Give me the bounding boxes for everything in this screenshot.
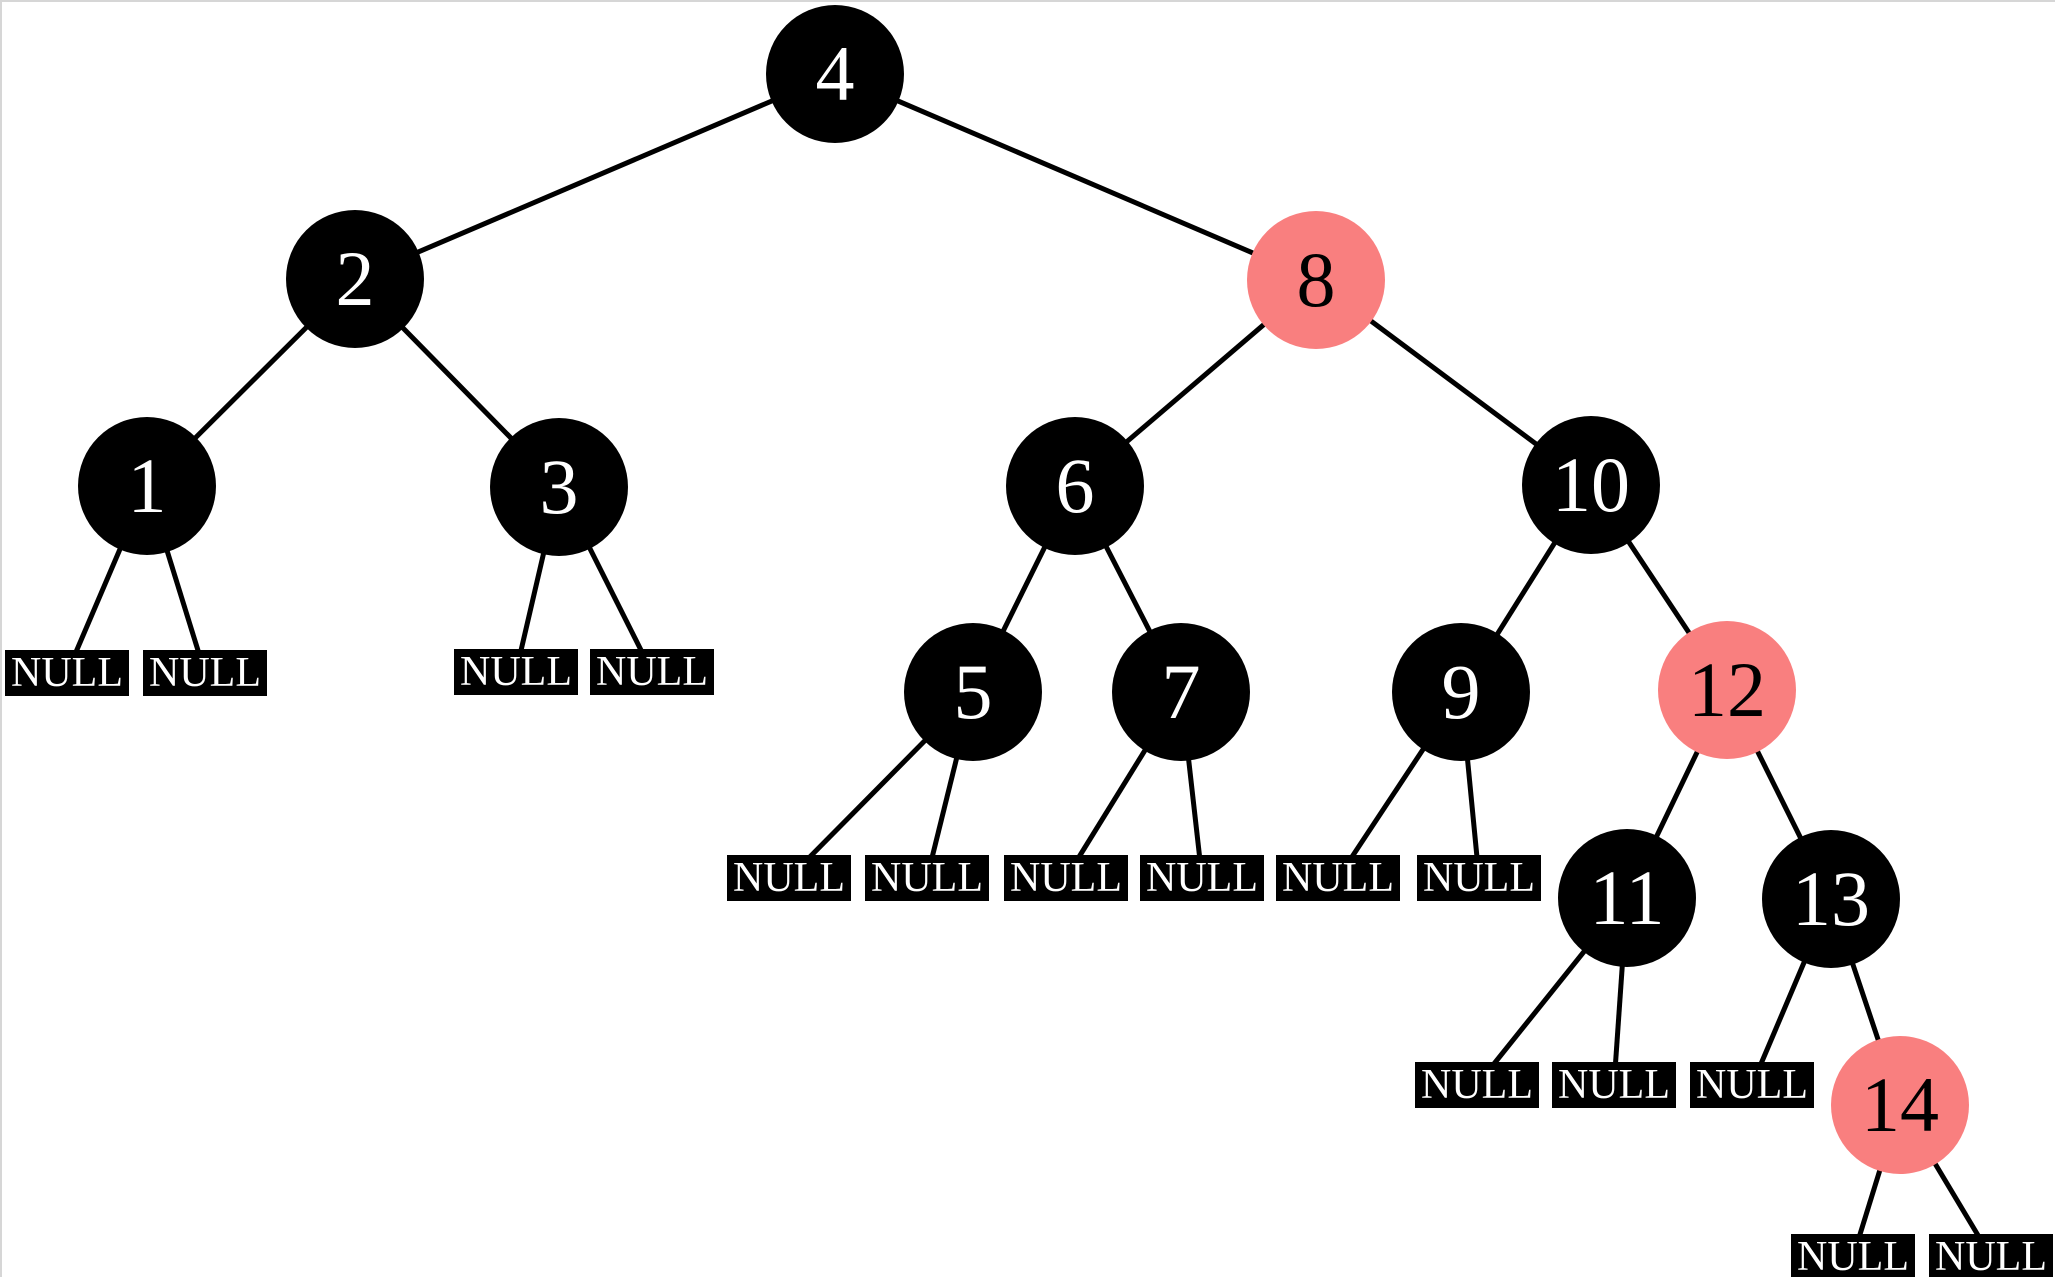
null-leaf: NULL (1140, 855, 1264, 901)
tree-node-13: 13 (1762, 830, 1900, 968)
tree-node-11: 11 (1558, 829, 1696, 967)
tree-edge (834, 71, 1317, 283)
null-leaf: NULL (1004, 855, 1128, 901)
tree-node-4: 4 (766, 5, 904, 143)
tree-node-6: 6 (1006, 417, 1144, 555)
tree-node-5: 5 (904, 623, 1042, 761)
null-leaf: NULL (1690, 1062, 1814, 1108)
null-leaf: NULL (590, 649, 714, 695)
tree-node-7: 7 (1112, 623, 1250, 761)
tree-node-10: 10 (1522, 416, 1660, 554)
tree-node-14: 14 (1831, 1036, 1969, 1174)
null-leaf: NULL (5, 650, 129, 696)
null-leaf: NULL (1276, 855, 1400, 901)
null-leaf: NULL (1929, 1234, 2053, 1277)
tree-edge (354, 71, 836, 282)
tree-node-12: 12 (1658, 621, 1796, 759)
tree-node-2: 2 (286, 210, 424, 348)
tree-node-1: 1 (78, 417, 216, 555)
null-leaf: NULL (143, 650, 267, 696)
null-leaf: NULL (454, 649, 578, 695)
tree-node-8: 8 (1247, 211, 1385, 349)
tree-node-9: 9 (1392, 623, 1530, 761)
tree-node-3: 3 (490, 418, 628, 556)
null-leaf: NULL (1417, 855, 1541, 901)
null-leaf: NULL (1415, 1062, 1539, 1108)
null-leaf: NULL (1552, 1062, 1676, 1108)
null-leaf: NULL (1791, 1234, 1915, 1277)
null-leaf: NULL (727, 855, 851, 901)
null-leaf: NULL (865, 855, 989, 901)
